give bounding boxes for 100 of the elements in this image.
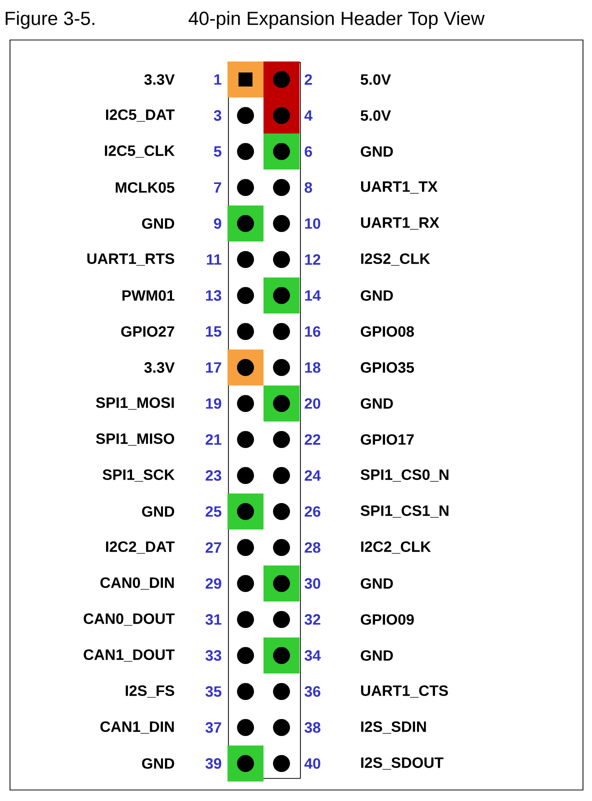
signal-name: GPIO35	[360, 362, 414, 373]
pin	[273, 323, 290, 340]
signal-name: UART1_RTS	[87, 253, 174, 266]
pin	[273, 215, 290, 232]
pin	[273, 755, 290, 772]
pin-number: 28	[304, 542, 320, 553]
signal-name: SPI1_CS1_N	[360, 505, 448, 518]
pin-number: 8	[304, 182, 312, 193]
pin	[273, 107, 290, 124]
pin	[237, 107, 254, 124]
pin-number: 9	[214, 218, 222, 229]
pin-number: 15	[206, 326, 222, 337]
signal-name: GND	[360, 290, 393, 301]
signal-name: I2S_FS	[126, 685, 174, 698]
pin	[273, 287, 290, 304]
pin-number: 25	[206, 506, 222, 517]
pin	[237, 611, 254, 628]
signal-name: CAN0_DOUT	[84, 613, 175, 626]
pin	[273, 71, 290, 88]
signal-name: 5.0V	[360, 74, 391, 85]
signal-name: SPI1_MOSI	[96, 397, 174, 410]
pin	[273, 467, 290, 484]
pin	[273, 143, 290, 160]
pin	[273, 683, 290, 700]
pin-number: 34	[304, 650, 321, 661]
signal-name: GPIO17	[360, 434, 414, 445]
signal-name: GND	[142, 758, 174, 769]
pin-number: 7	[214, 182, 222, 193]
signal-name: MCLK05	[116, 182, 174, 193]
pin-number: 17	[206, 362, 222, 373]
pin-number: 31	[205, 614, 222, 625]
pin-number: 20	[304, 398, 320, 409]
signal-name: GND	[142, 218, 174, 229]
pin-number: 30	[304, 578, 320, 589]
signal-name: UART1_TX	[361, 181, 438, 194]
pin-number: 10	[305, 218, 320, 229]
pin	[273, 575, 290, 592]
pin-number: 3	[214, 110, 222, 121]
pin-number: 14	[305, 290, 321, 301]
signal-name: 3.3V	[144, 74, 175, 85]
figure-title: 40-pin Expansion Header Top View	[188, 11, 485, 29]
pin	[237, 287, 254, 304]
pin	[237, 323, 254, 340]
pin-number: 16	[305, 326, 320, 337]
pin	[273, 395, 290, 412]
signal-name: CAN1_DOUT	[84, 649, 175, 662]
pin-number: 40	[304, 758, 320, 769]
signal-name: GPIO27	[121, 326, 174, 337]
pin-number: 12	[305, 254, 320, 265]
signal-name: I2C5_CLK	[104, 145, 175, 158]
pin-number: 35	[205, 686, 222, 697]
pin-number: 22	[304, 434, 320, 445]
signal-name: GND	[360, 398, 393, 409]
pin	[273, 251, 290, 268]
signal-name: UART1_CTS	[361, 685, 448, 698]
pin	[237, 647, 254, 664]
signal-name: I2S2_CLK	[361, 253, 430, 266]
signal-name: I2C2_CLK	[361, 541, 431, 554]
pin	[273, 503, 290, 520]
pin	[237, 467, 254, 484]
pin-number: 1	[214, 74, 222, 85]
figure-number: Figure 3-5.	[6, 11, 94, 29]
signal-name: GPIO09	[360, 614, 414, 625]
signal-name: GND	[360, 650, 393, 661]
pin-number: 6	[304, 146, 312, 157]
signal-name: I2C2_DAT	[106, 541, 175, 554]
pin-number: 39	[205, 758, 222, 769]
pin-number: 21	[206, 434, 222, 445]
pin-number: 2	[304, 74, 312, 85]
pin-number: 11	[206, 254, 222, 265]
pin	[273, 359, 290, 376]
pin	[238, 72, 252, 86]
signal-name: I2C5_DAT	[106, 109, 175, 122]
pin-number: 37	[205, 722, 222, 733]
pin-number: 38	[304, 722, 320, 733]
pin-number: 5	[214, 146, 222, 157]
pin	[237, 431, 254, 448]
pin-number: 13	[206, 290, 222, 301]
pin	[273, 539, 290, 556]
pin	[237, 395, 254, 412]
signal-name: I2S_SDIN	[361, 721, 426, 734]
signal-name: CAN1_DIN	[100, 721, 174, 734]
pin	[237, 503, 254, 520]
signal-name: PWM01	[122, 290, 174, 301]
pin	[273, 431, 290, 448]
pin-number: 18	[305, 362, 320, 373]
pin-number: 29	[206, 578, 222, 589]
pin	[237, 143, 254, 160]
pin	[273, 611, 290, 628]
pin-number: 19	[206, 398, 222, 409]
signal-name: GND	[360, 578, 393, 589]
signal-name: UART1_RX	[361, 217, 440, 230]
signal-name: I2S_SDOUT	[361, 757, 444, 770]
pin-number: 32	[304, 614, 320, 625]
pin-number: 23	[206, 470, 222, 481]
pin-number: 33	[205, 650, 222, 661]
pin-number: 27	[206, 542, 222, 553]
pin	[237, 251, 254, 268]
pin	[237, 575, 254, 592]
pin	[237, 215, 254, 232]
